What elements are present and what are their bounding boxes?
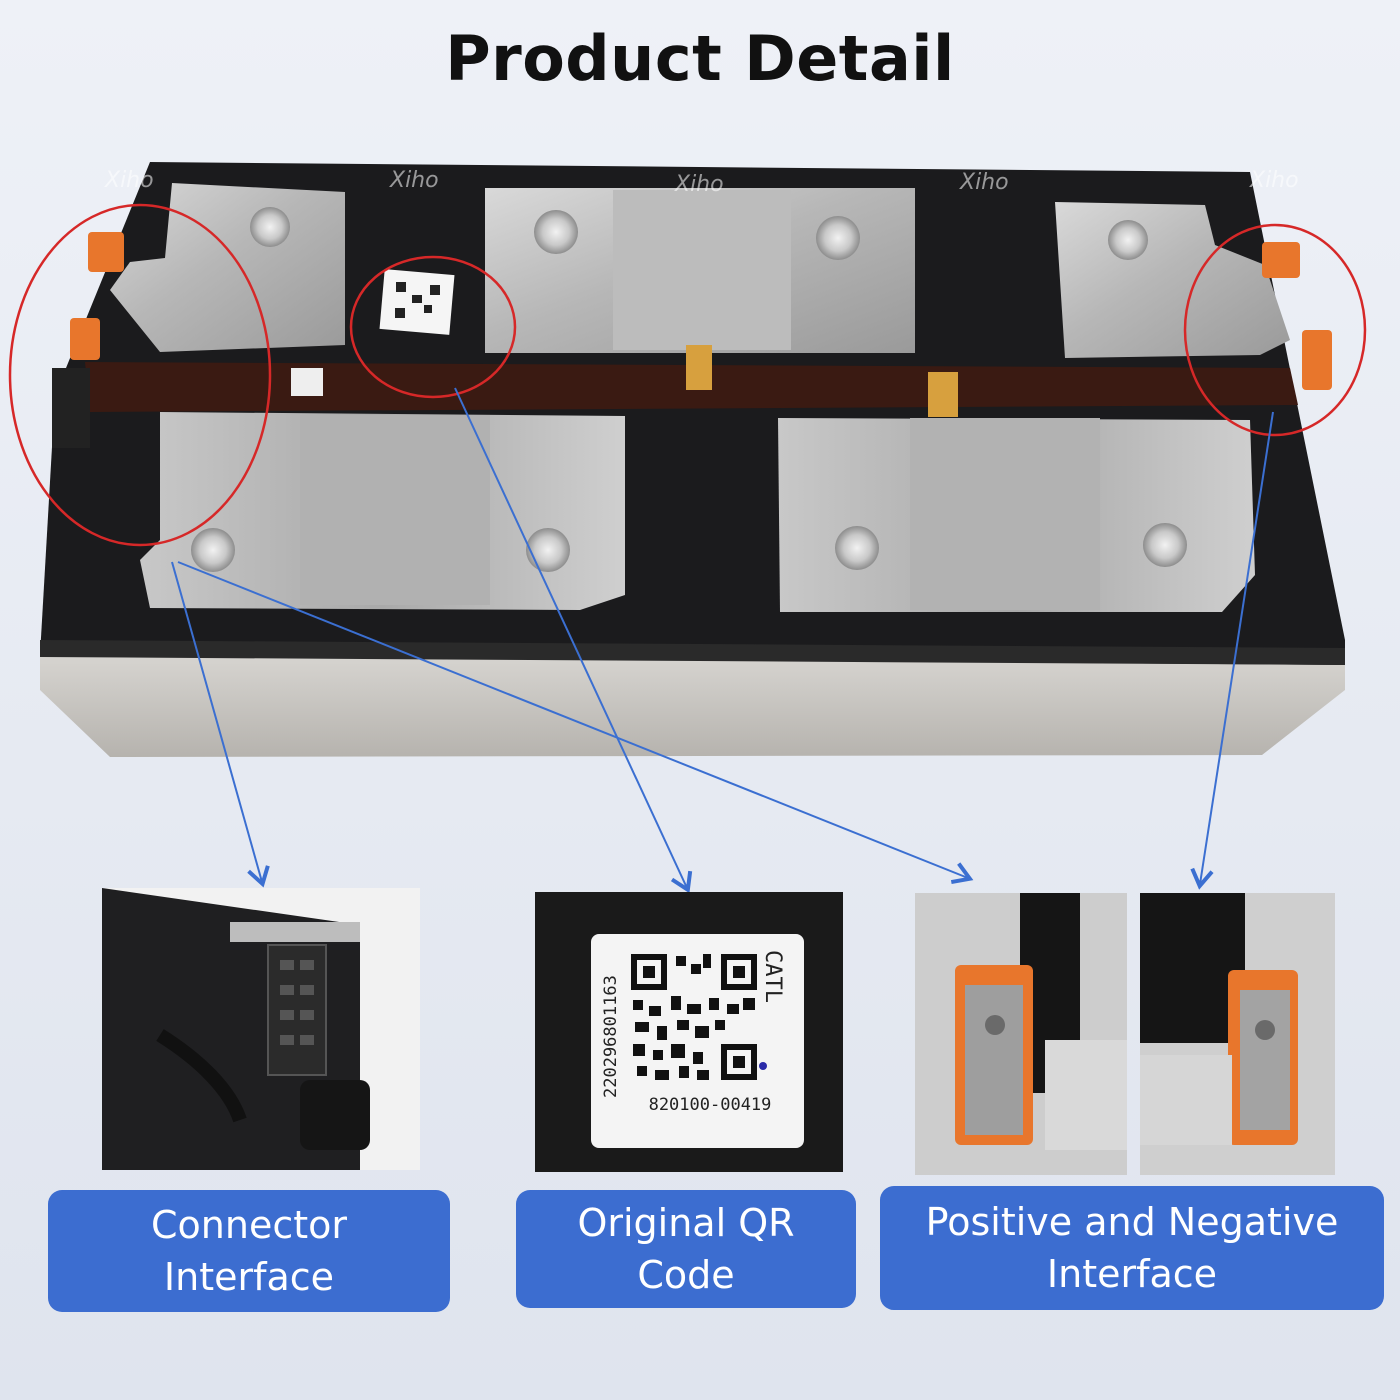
lower-cell-covers (140, 412, 1255, 612)
qr-part-number: 820100-00419 (648, 1095, 772, 1115)
upper-cell-covers (110, 183, 1290, 358)
module-side-panel (40, 650, 1345, 757)
label-original-qr-code: Original QR Code (516, 1190, 856, 1308)
page-title: Product Detail (445, 22, 955, 95)
orange-terminal-clips (70, 232, 1332, 390)
module-connector (52, 368, 90, 448)
label-line-2: Interface (1046, 1252, 1218, 1296)
qr-brand-text: CATL (760, 950, 785, 1003)
terminal-posts (191, 207, 1187, 572)
pointer-arrows (171, 387, 1274, 894)
label-line-1: Connector (151, 1203, 347, 1247)
label-positive-negative-interface: Positive and Negative Interface (880, 1186, 1384, 1310)
label-line-1: Original QR (577, 1201, 795, 1245)
qr-serial-number: 220296801163 (601, 975, 621, 1098)
label-line-1: Positive and Negative (925, 1200, 1339, 1244)
label-connector-interface: Connector Interface (48, 1190, 450, 1312)
qr-code-sticker (591, 934, 804, 1148)
connector-detail-photo (102, 888, 420, 1170)
callout-circles (8, 203, 1367, 547)
qr-code-icon (631, 954, 767, 1080)
label-line-2: Interface (163, 1255, 335, 1299)
terminal-detail-photo-right (1140, 893, 1335, 1175)
label-line-2: Code (637, 1253, 735, 1297)
terminal-detail-photo-left (915, 893, 1127, 1175)
